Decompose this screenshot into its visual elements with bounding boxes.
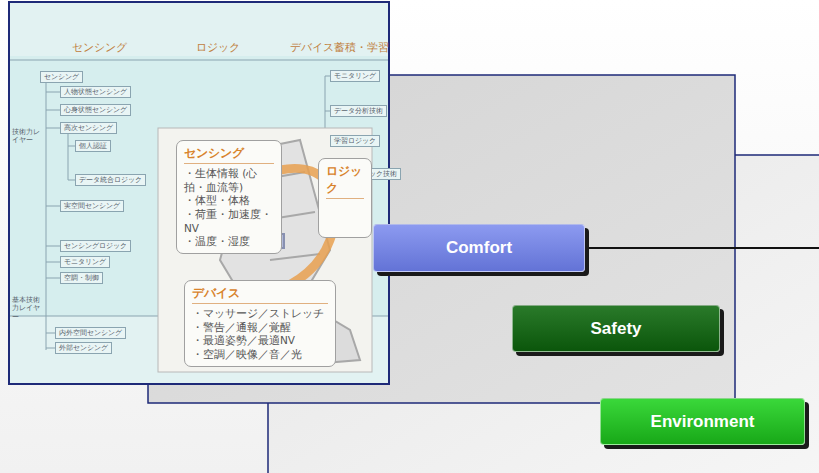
tree-box: 心身状態センシング <box>60 104 131 116</box>
theme-button: Safety <box>512 305 720 352</box>
node-title: モニタリング <box>64 258 106 266</box>
node-item: ・荷重・加速度・NV <box>184 208 274 235</box>
node-title: 心身状態センシング <box>64 106 127 114</box>
feature-bubble: デバイス・マッサージ／ストレッチ・警告／通報／覚醒・最適姿勢／最適NV・空調／映… <box>184 280 336 367</box>
tree-box: センシングロジック <box>60 240 131 252</box>
node-item: ・警告／通報／覚醒 <box>192 321 328 335</box>
inner-panel <box>158 128 372 372</box>
node-title: 実空間センシング <box>64 202 120 210</box>
node-title: 内外空間センシング <box>59 329 122 337</box>
column-header: ロジック <box>196 40 240 55</box>
tree-box: 人物状態センシング <box>60 86 131 98</box>
node-title: データ統合ロジック <box>79 176 142 184</box>
node-title: ロジック <box>326 163 364 199</box>
column-header: 蓄積・学習 <box>334 40 389 55</box>
feature-bubble: ロジック <box>318 158 372 238</box>
tree-box: 個人認証 <box>75 140 111 152</box>
node-title: 個人認証 <box>79 142 107 150</box>
screenshot-frame <box>9 2 389 384</box>
node-title: Environment <box>651 412 755 432</box>
tree-box: データ分析技術 <box>330 105 387 117</box>
node-title: データ分析技術 <box>334 107 383 115</box>
tree-box: モニタリング <box>330 70 380 82</box>
tree-box: モニタリング <box>60 256 110 268</box>
node-title: Safety <box>590 319 641 339</box>
column-header: センシング <box>72 40 127 55</box>
leader-line <box>585 247 819 249</box>
node-item: ・最適姿勢／最適NV <box>192 334 328 348</box>
node-item: ・温度・湿度 <box>184 235 274 249</box>
tree-box: 実空間センシング <box>60 200 124 212</box>
node-item: ・空調／映像／音／光 <box>192 348 328 362</box>
layer-label: 基本技術力レイヤー <box>12 296 40 321</box>
tree-box: 内外空間センシング <box>55 327 126 339</box>
node-title: モニタリング <box>334 72 376 80</box>
tree-box: センシング <box>40 71 83 83</box>
tree-box: 学習ロジック <box>330 135 380 147</box>
node-title: 学習ロジック <box>334 137 376 145</box>
node-item: ・生体情報 (心拍・血流等) <box>184 167 274 194</box>
node-title: センシング <box>184 145 274 164</box>
theme-button: Comfort <box>373 224 585 272</box>
tree-box: 外部センシング <box>55 342 112 354</box>
tree-box: 高次センシング <box>60 122 117 134</box>
node-title: センシングロジック <box>64 242 127 250</box>
feature-bubble: センシング・生体情報 (心拍・血流等)・体型・体格・荷重・加速度・NV・温度・湿… <box>176 140 282 254</box>
node-title: 人物状態センシング <box>64 88 127 96</box>
node-item: ・体型・体格 <box>184 194 274 208</box>
tree-box: データ統合ロジック <box>75 174 146 186</box>
node-title: Comfort <box>446 238 512 258</box>
node-title: 高次センシング <box>64 124 113 132</box>
theme-button: Environment <box>600 398 805 445</box>
node-title: デバイス <box>192 285 328 304</box>
column-header: デバイス <box>290 40 334 55</box>
node-title: 空調・制御 <box>64 274 99 282</box>
tree-box: 空調・制御 <box>60 272 103 284</box>
layer-label: 技術力レイヤー <box>12 128 40 145</box>
node-title: センシング <box>44 73 79 81</box>
node-item: ・マッサージ／ストレッチ <box>192 307 328 321</box>
node-title: 外部センシング <box>59 344 108 352</box>
